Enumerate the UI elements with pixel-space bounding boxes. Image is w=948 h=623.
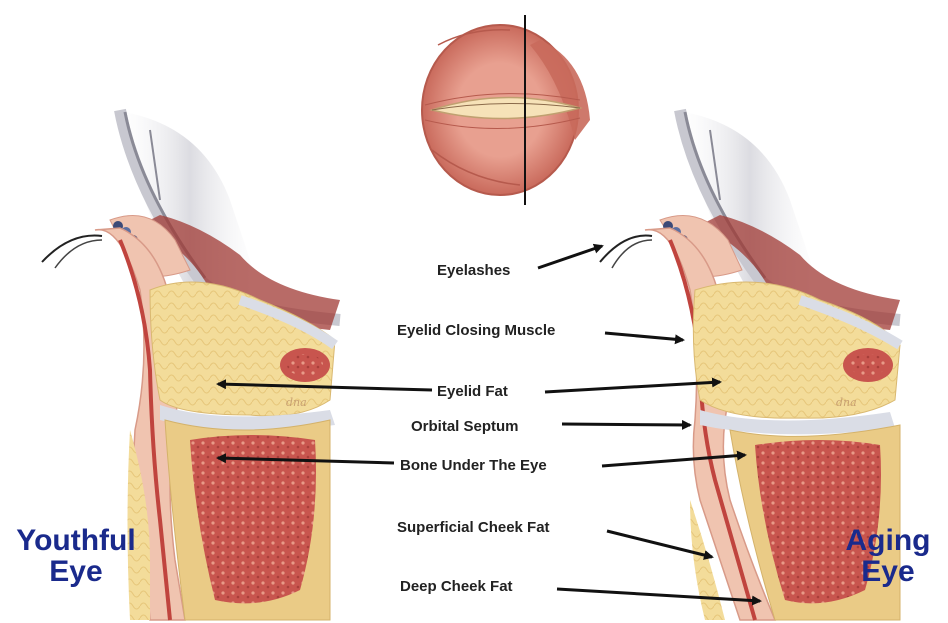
youthful-eye-title-line1: Youthful bbox=[16, 524, 136, 557]
superficial-cheek-fat-arrow bbox=[606, 529, 714, 560]
aging-eye-title: Aging Eye bbox=[828, 525, 948, 587]
label-bone-under-eye: Bone Under The Eye bbox=[400, 457, 547, 474]
label-arrows bbox=[216, 243, 762, 606]
label-orbital-septum: Orbital Septum bbox=[411, 418, 519, 435]
deep-cheek-fat-arrow bbox=[556, 587, 762, 606]
aging-eye-title-line1: Aging bbox=[845, 524, 931, 557]
eye-muscle-front-view-icon bbox=[421, 15, 590, 205]
youthful-eye-cross-section-icon bbox=[41, 108, 341, 621]
artist-signature-left: dna bbox=[286, 396, 307, 409]
bone-under-eye-arrow-left bbox=[216, 453, 395, 465]
orbital-septum-arrow bbox=[561, 419, 692, 430]
eyelid-fat-arrow-left bbox=[216, 379, 433, 392]
bone-under-eye-arrow-right bbox=[601, 450, 747, 468]
label-eyelashes: Eyelashes bbox=[437, 262, 511, 279]
label-eyelid-fat: Eyelid Fat bbox=[437, 383, 508, 400]
label-superficial-cheek-fat: Superficial Cheek Fat bbox=[397, 519, 550, 536]
youthful-eye-title: Youthful Eye bbox=[6, 525, 146, 587]
eyelid-fat-arrow-right bbox=[544, 377, 722, 394]
eyelid-closing-muscle-arrow bbox=[604, 331, 685, 345]
artist-signature-right: dna bbox=[836, 396, 857, 409]
label-deep-cheek-fat: Deep Cheek Fat bbox=[400, 578, 513, 595]
youthful-eye-title-line2: Eye bbox=[49, 555, 103, 588]
aging-eye-cross-section-icon bbox=[599, 108, 903, 621]
label-eyelid-closing-muscle: Eyelid Closing Muscle bbox=[397, 322, 556, 339]
eyelashes-arrow bbox=[537, 243, 604, 270]
aging-eye-title-line2: Eye bbox=[861, 555, 915, 588]
